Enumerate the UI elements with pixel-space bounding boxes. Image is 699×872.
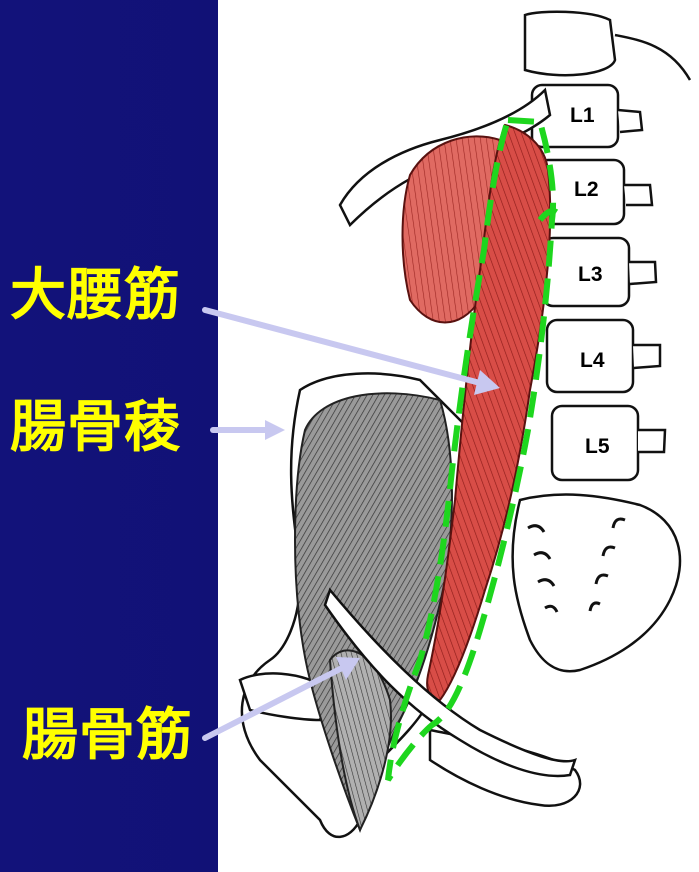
label-iliacus: 腸骨筋	[22, 708, 193, 764]
label-iliac-crest: 腸骨稜	[10, 400, 181, 456]
vertebra-label: L1	[570, 104, 595, 127]
vertebra-label: L4	[580, 349, 605, 372]
vertebra-label: L3	[578, 263, 603, 286]
label-psoas-major: 大腰筋	[10, 268, 181, 324]
vertebra-label: L2	[574, 178, 599, 201]
vertebra-label: L5	[585, 435, 610, 458]
